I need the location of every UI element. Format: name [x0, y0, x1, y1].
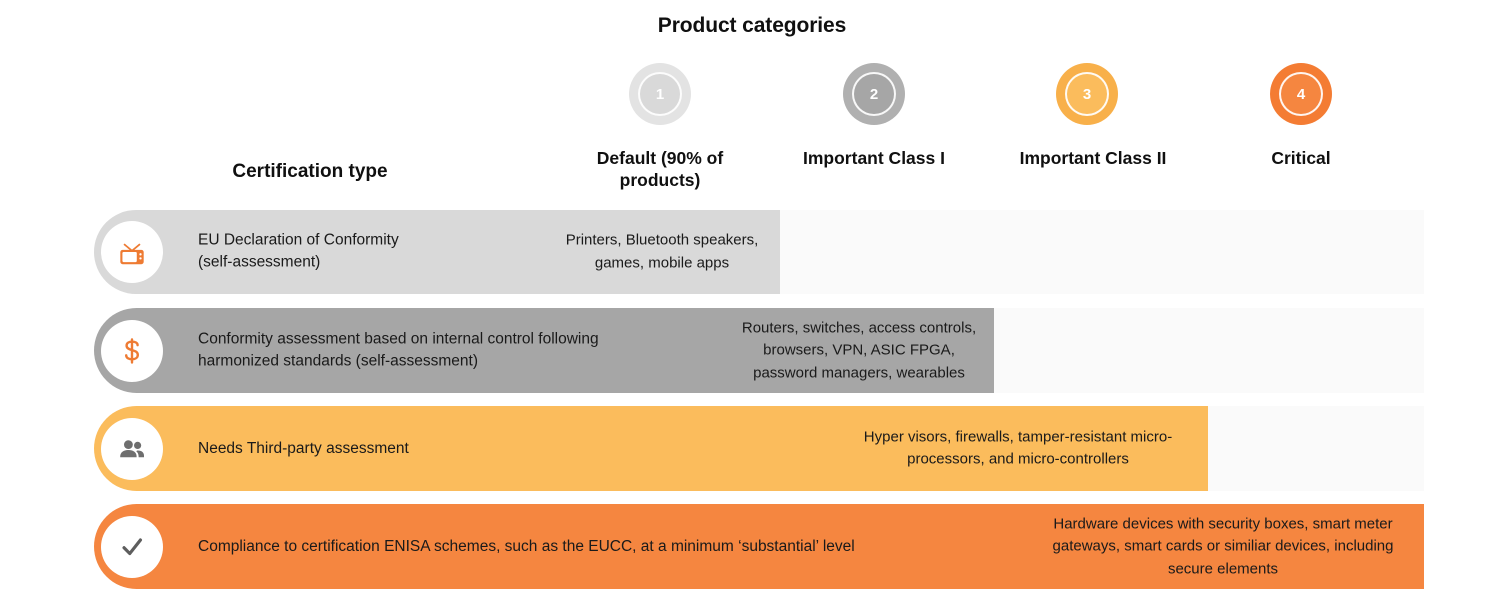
category-badge-2-inner: 2	[852, 72, 896, 116]
row-4-icon-badge	[101, 515, 163, 578]
table-row: Conformity assessment based on internal …	[94, 308, 1424, 393]
category-badge-3: 3	[1056, 63, 1118, 125]
column-header-important-class-ii: Important Class II	[1019, 148, 1167, 168]
row-3-cell-important-class-ii: Hyper visors, firewalls, tamper-resistan…	[863, 428, 1173, 468]
row-2-bar	[94, 308, 994, 393]
row-3-icon-badge	[101, 417, 163, 480]
row-2-cell-important-class-i: Routers, switches, access controls, brow…	[741, 318, 977, 381]
category-badge-2: 2	[843, 63, 905, 125]
row-3-bar	[94, 406, 1208, 491]
category-badge-1-number: 1	[655, 85, 665, 103]
category-badge-3-inner: 3	[1065, 72, 1109, 116]
category-badge-4: 4	[1270, 63, 1332, 125]
column-header-default: Default (90% of products)	[596, 148, 724, 190]
category-badge-3-number: 3	[1082, 85, 1092, 103]
row-4-label: Compliance to certification ENISA scheme…	[198, 537, 855, 555]
dollar-sign-icon	[125, 337, 140, 364]
category-badge-1: 1	[629, 63, 691, 125]
page-title: Product categories	[657, 14, 847, 37]
row-3-label: Needs Third-party assessment	[198, 439, 409, 457]
two-people-icon	[120, 439, 144, 457]
row-2-label: Conformity assessment based on internal …	[198, 330, 599, 370]
checkmark-icon	[122, 537, 143, 555]
column-header-critical: Critical	[1271, 148, 1331, 168]
table-row: Needs Third-party assessment Hyper visor…	[94, 406, 1424, 491]
row-1-cell-default: Printers, Bluetooth speakers, games, mob…	[565, 231, 759, 272]
category-badge-4-inner: 4	[1279, 72, 1323, 116]
table-row: EU Declaration of Conformity (self-asses…	[94, 210, 1424, 294]
category-badge-2-number: 2	[869, 85, 879, 103]
category-badge-4-number: 4	[1296, 85, 1306, 103]
column-header-important-class-i: Important Class I	[803, 148, 945, 168]
category-badge-1-inner: 1	[638, 72, 682, 116]
row-1-icon-badge	[101, 221, 163, 283]
row-4-cell-critical: Hardware devices with security boxes, sm…	[1052, 514, 1394, 577]
row-4-bar	[94, 504, 1424, 589]
table-row: Compliance to certification ENISA scheme…	[94, 504, 1424, 589]
retro-tv-icon	[120, 243, 144, 265]
row-1-bar	[94, 210, 780, 294]
row-2-icon-badge	[101, 319, 163, 382]
column-header-certification-type: Certification type	[232, 161, 388, 182]
row-1-label: EU Declaration of Conformity (self-asses…	[198, 231, 399, 271]
